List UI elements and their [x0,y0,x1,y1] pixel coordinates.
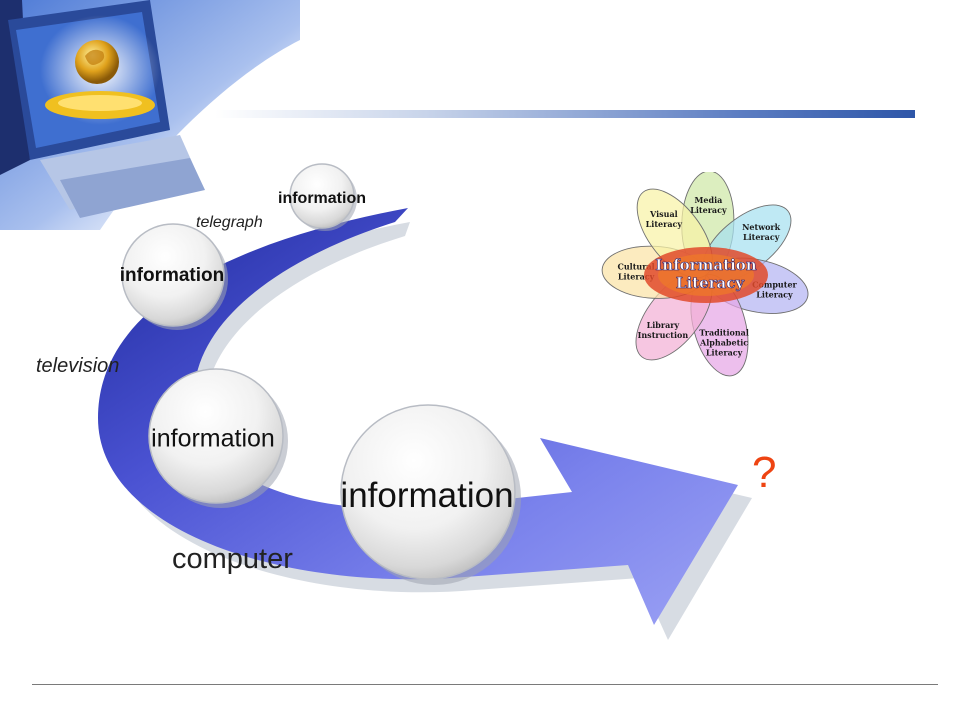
flower-center: Information Literacy [644,247,768,303]
question-mark: ? [752,448,777,497]
flower-center-line-2: Literacy [676,274,745,292]
node-label-3: information [151,424,275,453]
circle-node-3 [148,368,288,508]
node-label-4: information [340,476,514,515]
footer-divider [32,684,938,685]
flower-center-line-1: Information [655,256,757,274]
swoosh-arrow [98,208,738,625]
television-label: television [36,355,120,377]
circle-node-4 [340,404,521,585]
circle-node-1 [289,163,357,231]
node-label-2: information [119,265,225,286]
telegraph-label: telegraph [196,214,263,231]
computer-globe-illustration [0,0,300,230]
computer-label: computer [172,543,293,575]
node-label-1: information [278,190,366,207]
circle-node-2 [121,223,228,330]
header-gradient-bar [215,110,915,118]
